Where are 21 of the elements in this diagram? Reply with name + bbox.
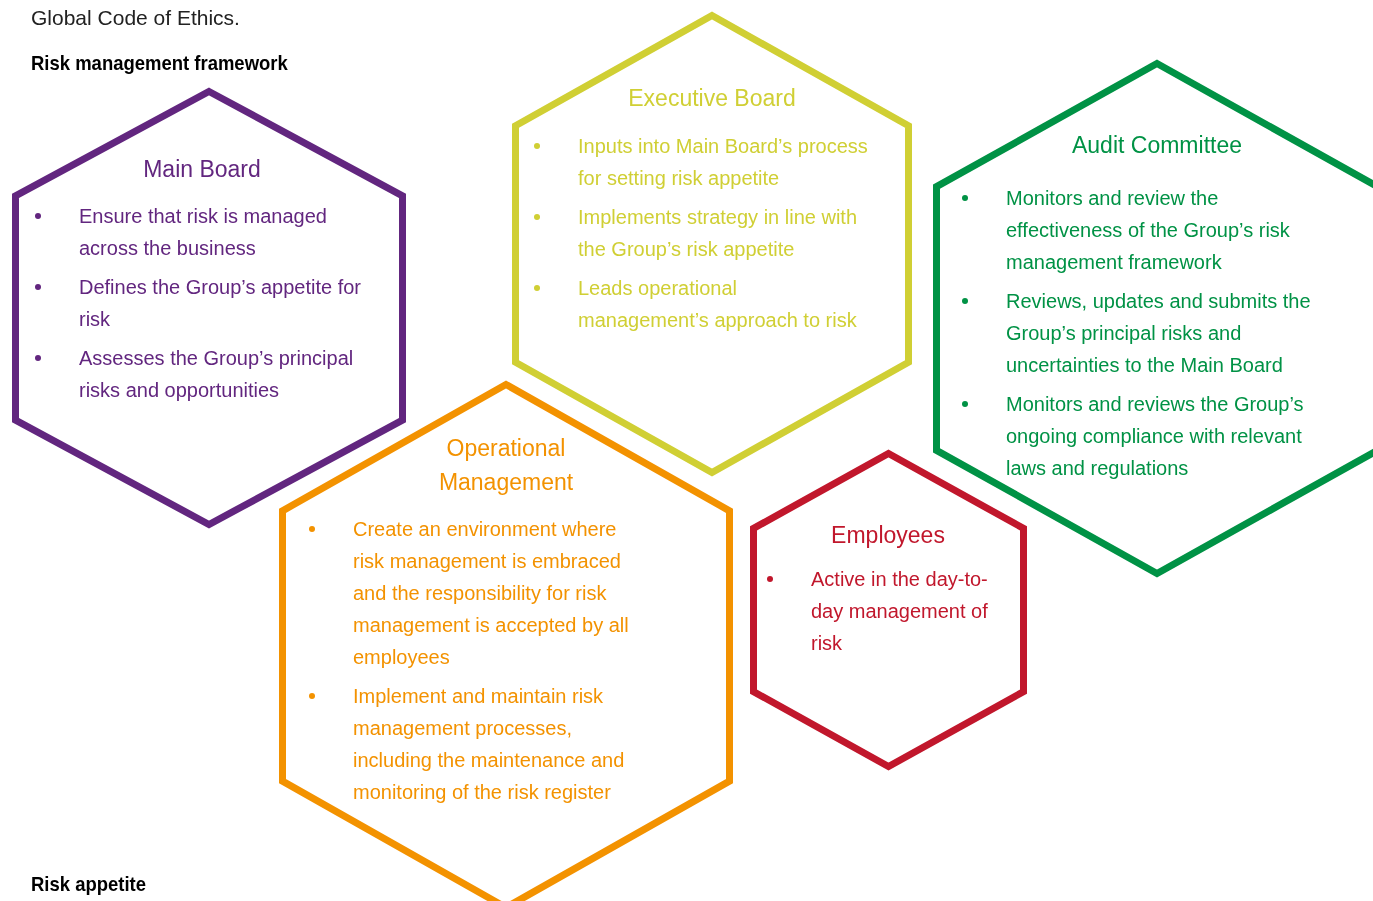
panel-heading: Audit Committee <box>1071 131 1243 160</box>
panel-heading: Operational Management <box>437 434 575 497</box>
bullet-text: Implement and maintain risk management processes, including the maintenance and monitoring of the risk register <box>353 680 645 808</box>
bullet-text: Ensure that risk is managed across the business <box>79 200 379 264</box>
section-heading: Risk appetite <box>31 872 147 896</box>
body-text: Global Code of Ethics. <box>31 6 240 30</box>
bullet-text: Defines the Group’s appetite for risk <box>79 271 379 335</box>
bullet-text: Assesses the Group’s principal risks and opportunities <box>79 342 379 406</box>
bullet-text: Active in the day-to-day management of risk <box>811 563 1011 659</box>
bullet-text: Reviews, updates and submits the Group’s principal risks and uncertainties to the Main Board <box>1006 285 1321 381</box>
bullet-text: Implements strategy in line with the Group’s risk appetite <box>578 201 868 265</box>
bullet-text: Leads operational management’s approach to risk <box>578 272 868 336</box>
bullet-text: Monitors and review the effectiveness of the Group’s risk management framework <box>1006 182 1321 278</box>
bullet-text: Monitors and reviews the Group’s ongoing compliance with relevant laws and regulations <box>1006 388 1321 484</box>
hexagon-panel <box>279 381 733 901</box>
section-heading: Risk management framework <box>31 51 288 75</box>
panel-heading: Main Board <box>142 155 262 184</box>
bullet-text: Inputs into Main Board’s process for setting risk appetite <box>578 130 868 194</box>
bullet-text: Create an environment where risk management is embraced and the responsibility for risk management is accepted by all employees <box>353 513 645 673</box>
panel-heading: Executive Board <box>627 84 797 113</box>
panel-heading: Employees <box>830 521 946 550</box>
